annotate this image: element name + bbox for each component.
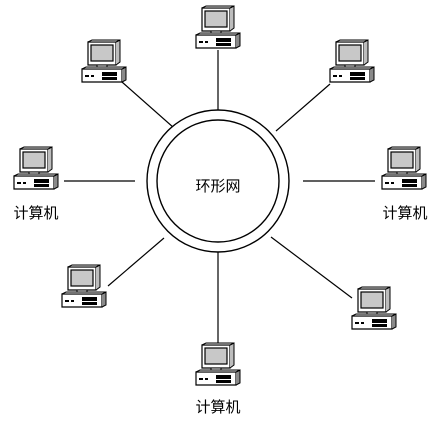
computer-icon <box>195 5 241 49</box>
link-lower-right <box>270 236 353 299</box>
computer-icon <box>81 39 127 83</box>
computer-lower-right <box>351 286 397 330</box>
ring-label: 环形网 <box>195 177 240 195</box>
computer-label: 计算机 <box>195 398 240 416</box>
computer-upper-left <box>81 39 127 83</box>
computer-right: 计算机 <box>381 146 428 222</box>
computer-icon <box>329 39 375 83</box>
computer-icon <box>61 264 107 308</box>
computer-top <box>195 5 241 49</box>
ring-inner <box>156 119 280 243</box>
link-upper-left <box>121 81 175 129</box>
computer-left: 计算机 <box>13 146 59 222</box>
computer-label: 计算机 <box>382 204 427 222</box>
link-upper-right <box>275 83 331 132</box>
computer-icon <box>195 342 241 386</box>
computer-icon <box>13 146 59 190</box>
link-lower-left <box>107 237 165 287</box>
computer-icon <box>351 286 397 330</box>
computer-lower-left <box>61 264 107 308</box>
computer-upper-right <box>329 39 375 83</box>
computer-label: 计算机 <box>13 204 58 222</box>
computer-icon <box>381 146 427 190</box>
connection-lines <box>64 50 375 344</box>
computer-bottom: 计算机 <box>195 342 241 416</box>
